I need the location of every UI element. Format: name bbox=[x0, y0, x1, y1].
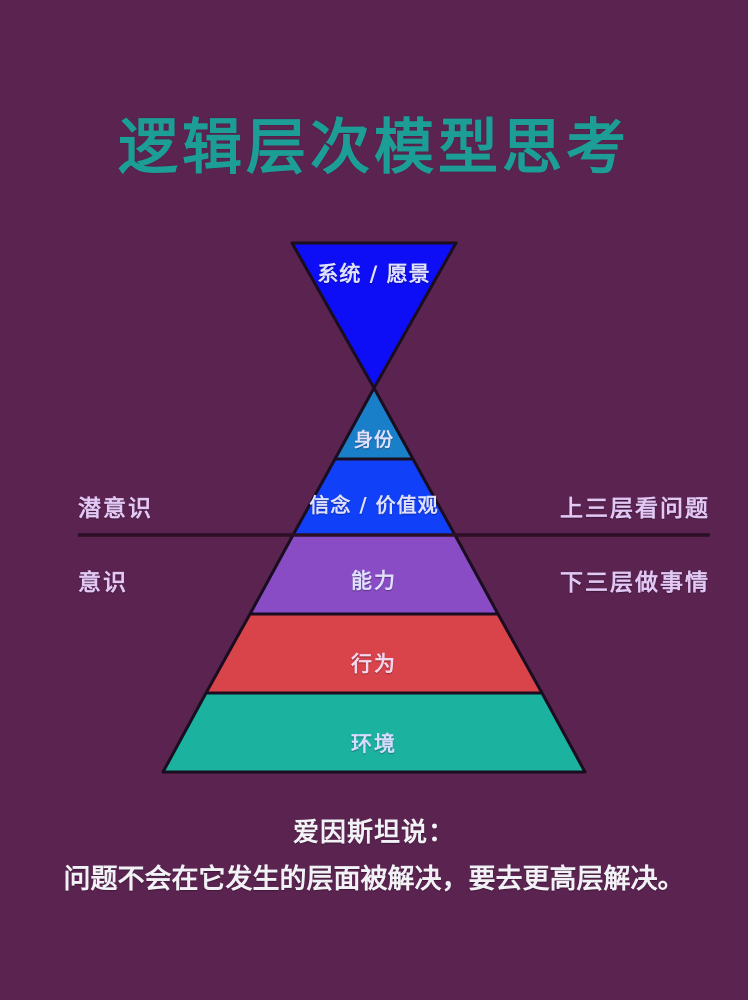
pyramid-label-capability: 能力 bbox=[351, 569, 397, 593]
annotation-left-conscious: 意识 bbox=[78, 570, 128, 596]
pyramid-layer-environment[interactable] bbox=[161, 691, 587, 774]
footer-quote-text: 问题不会在它发生的层面被解决，要去更高层解决。 bbox=[63, 864, 685, 895]
page-title: 逻辑层次模型思考 bbox=[118, 113, 630, 183]
pyramid-label-system: 系统 / 愿景 bbox=[317, 262, 431, 286]
annotation-right-lower-three: 下三层做事情 bbox=[560, 570, 710, 596]
pyramid-layer-system[interactable] bbox=[290, 241, 458, 390]
pyramid-label-identity: 身份 bbox=[353, 429, 394, 451]
footer-quote-attribution: 爱因斯坦说： bbox=[292, 818, 455, 848]
pyramid-label-environment: 环境 bbox=[351, 732, 397, 756]
annotation-left-subconscious: 潜意识 bbox=[78, 496, 153, 522]
annotation-right-upper-three: 上三层看问题 bbox=[560, 496, 710, 522]
pyramid-label-belief: 信念 / 价值观 bbox=[309, 493, 439, 517]
pyramid-label-behavior: 行为 bbox=[351, 652, 397, 676]
